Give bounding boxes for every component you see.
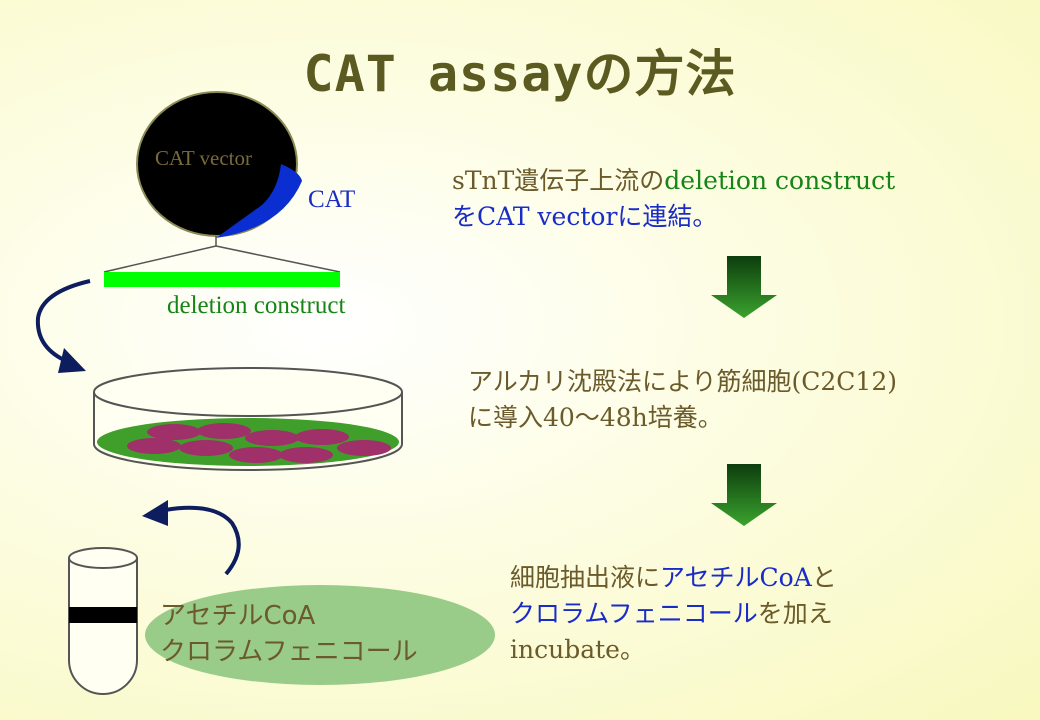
down-arrow-icon	[711, 256, 777, 318]
step3-line1b: アセチルCoA	[660, 563, 812, 592]
curved-arrow-icon	[142, 500, 241, 576]
step2-line2: に導入40～48h培養。	[468, 403, 723, 432]
plasmid-icon	[103, 91, 341, 287]
expand-line-right	[215, 245, 341, 273]
plasmid-label: CAT vector	[155, 146, 253, 170]
tube-reagent-2: クロラムフェニコール	[160, 637, 418, 667]
step1-line2b: に連結。	[617, 202, 718, 231]
reagent-ellipse	[145, 585, 495, 685]
step1-line1b: deletion construct	[664, 166, 896, 195]
step-2-text: アルカリ沈殿法により筋細胞(C2C12) に導入40～48h培養。	[468, 364, 897, 436]
step3-line1a: 細胞抽出液に	[510, 563, 661, 592]
page-title: CAT assayの方法	[303, 45, 737, 103]
tube-reagent-label: アセチルCoA クロラムフェニコール	[160, 598, 418, 670]
culture-dish-icon	[93, 367, 403, 471]
expand-line-left	[103, 245, 217, 273]
test-tube-icon	[68, 547, 138, 695]
step1-line2a: をCAT vector	[452, 202, 618, 231]
curved-arrow-icon	[35, 279, 91, 373]
step3-line2a: クロラムフェニコール	[510, 599, 758, 628]
insert-bar	[104, 272, 340, 287]
step1-line1a: sTnT遺伝子上流の	[452, 166, 665, 195]
step-1-text: sTnT遺伝子上流のdeletion construct をCAT vector…	[452, 163, 895, 235]
step3-line3: incubate。	[510, 635, 645, 664]
cat-segment	[216, 164, 302, 238]
dish-rim	[93, 367, 403, 417]
down-arrow-icon	[711, 464, 777, 526]
step-3-text: 細胞抽出液にアセチルCoAと クロラムフェニコールを加え incubate。	[510, 560, 837, 668]
tube-band	[69, 607, 137, 623]
step3-line1c: と	[811, 563, 837, 592]
insert-label: deletion construct	[167, 292, 346, 319]
cells	[127, 423, 391, 463]
cat-label: CAT	[308, 186, 356, 213]
plasmid-circle	[136, 91, 298, 237]
tube-reagent-1: アセチルCoA	[160, 601, 316, 631]
step3-line2b: を加え	[757, 599, 833, 628]
step2-line1: アルカリ沈殿法により筋細胞(C2C12)	[468, 367, 897, 396]
